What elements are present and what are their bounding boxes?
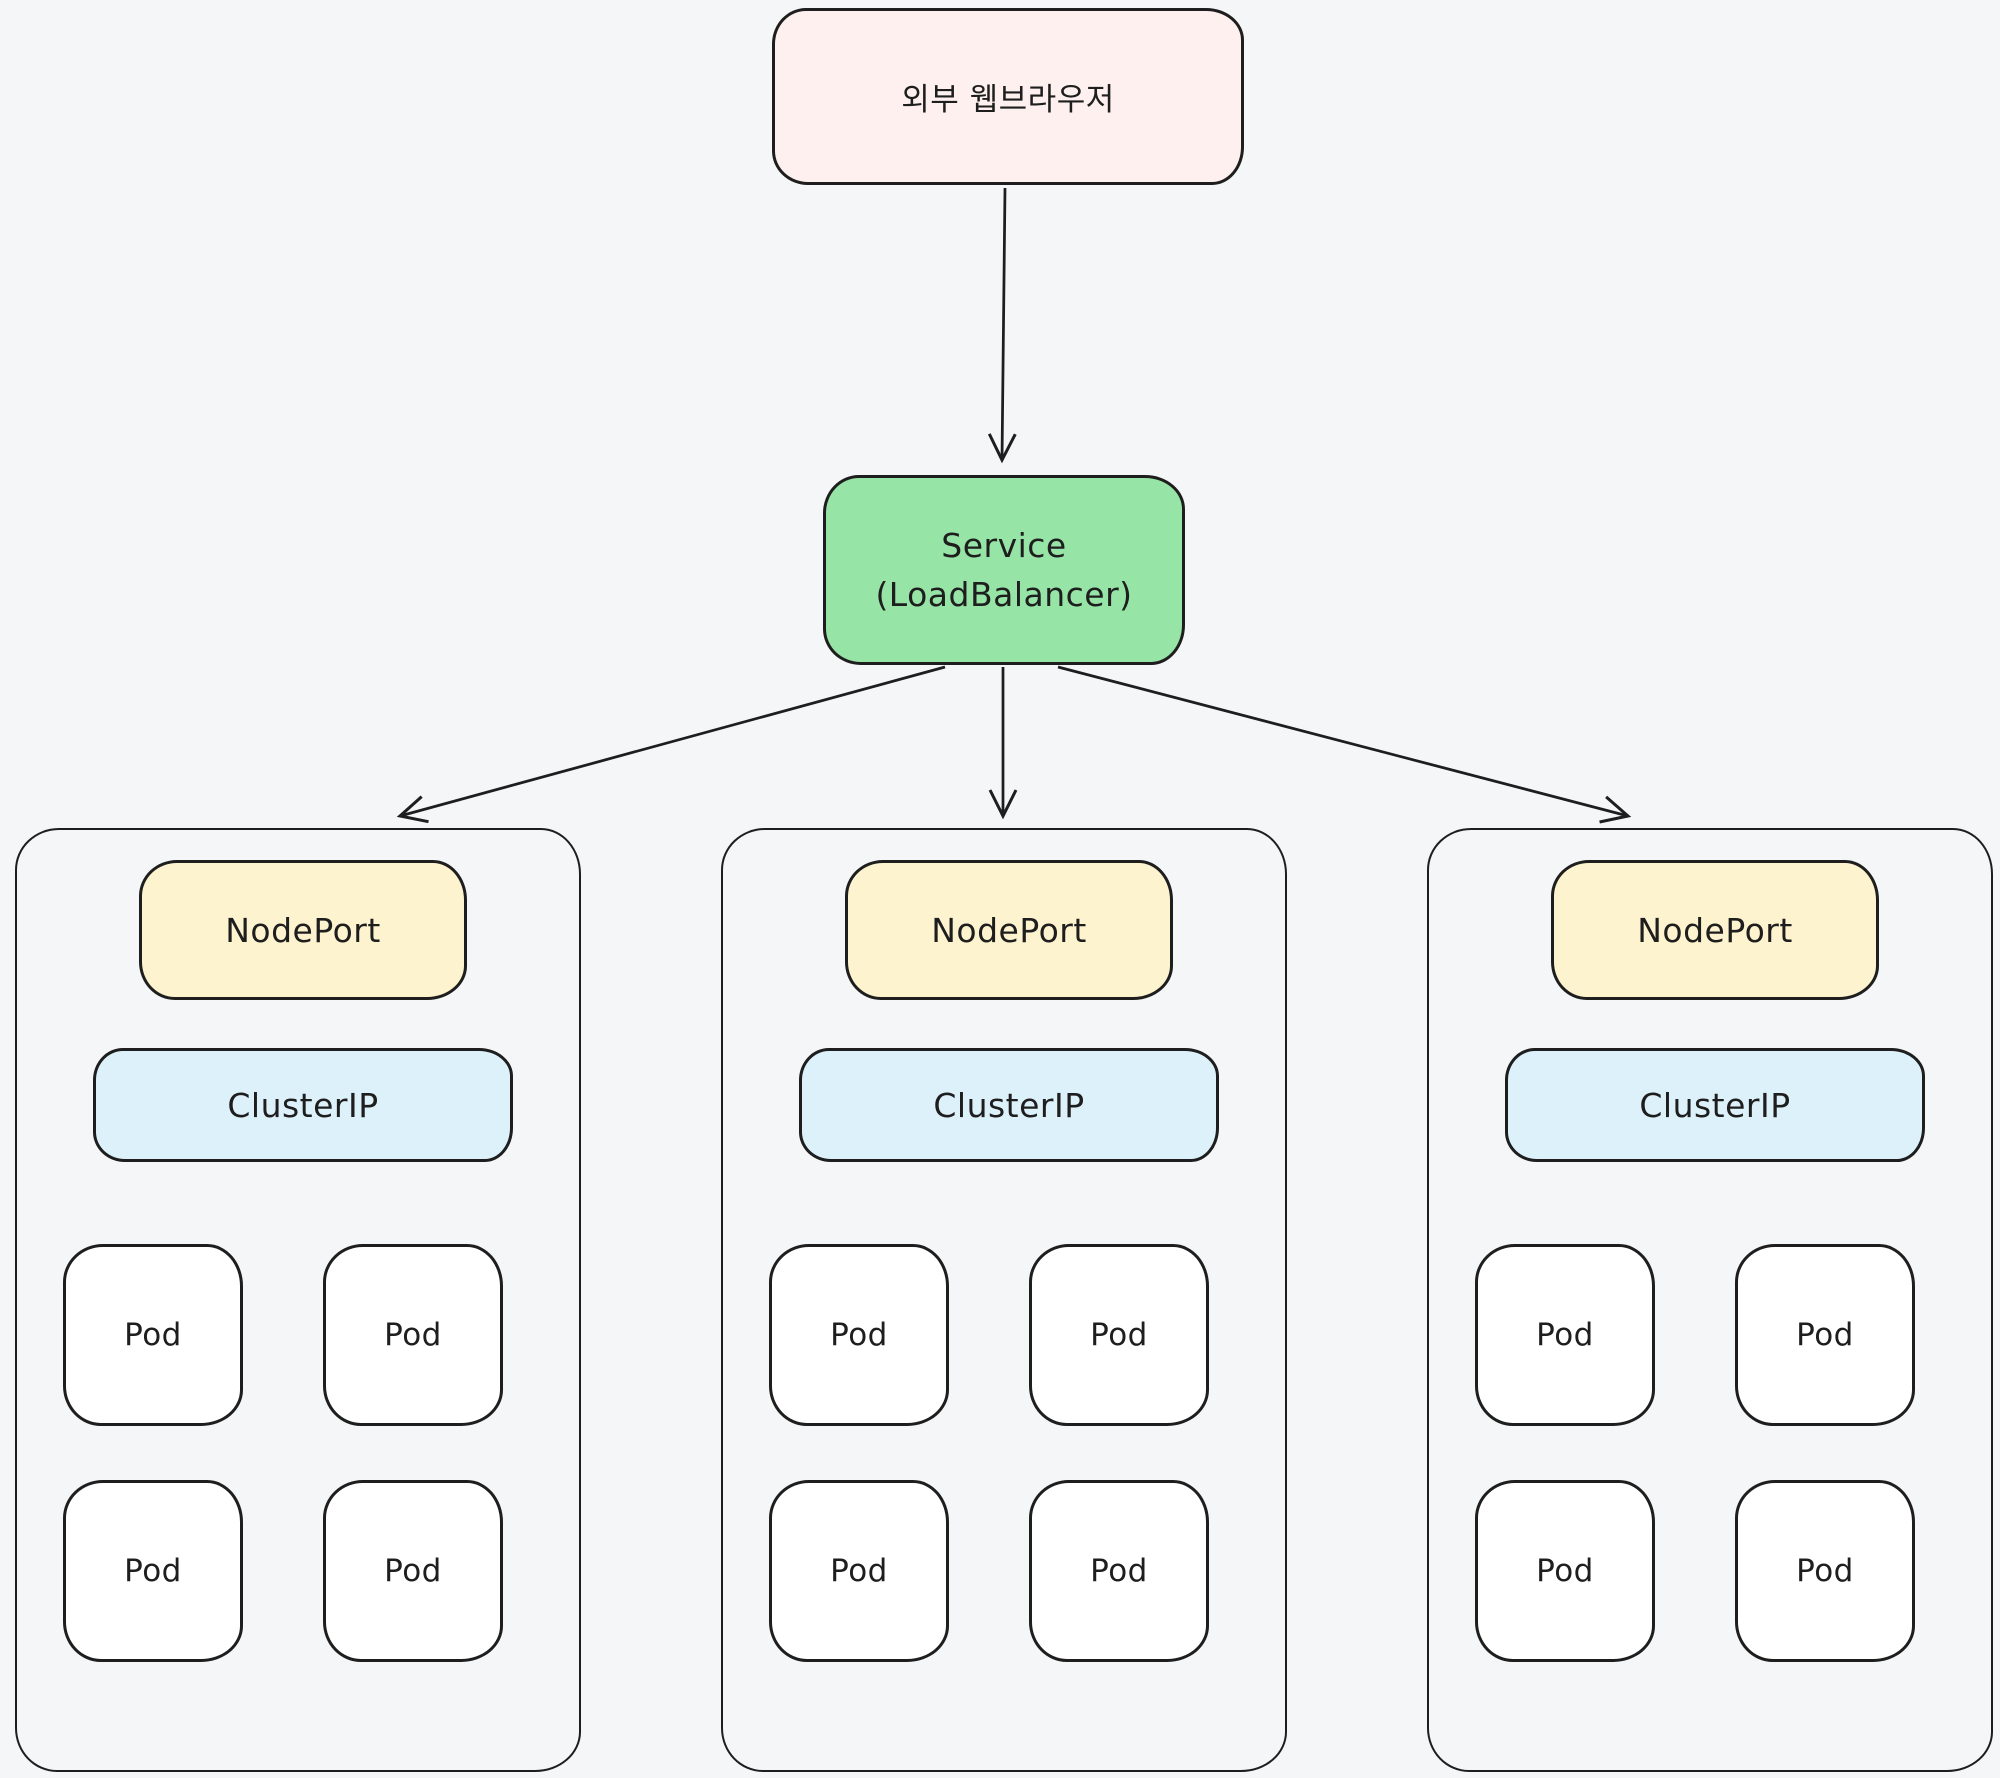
- nodeport-box: NodePort: [139, 860, 467, 1000]
- clusterip-label: ClusterIP: [1639, 1085, 1791, 1125]
- pod-label: Pod: [1796, 1317, 1854, 1353]
- pod-label: Pod: [1090, 1317, 1148, 1353]
- pod-label: Pod: [1536, 1317, 1594, 1353]
- pod-box: Pod: [769, 1244, 949, 1426]
- external-browser-label: 외부 웹브라우저: [901, 82, 1115, 118]
- nodeport-box: NodePort: [1551, 860, 1879, 1000]
- pod-box: Pod: [323, 1480, 503, 1662]
- pod-label: Pod: [1090, 1553, 1148, 1589]
- pod-box: Pod: [1735, 1244, 1915, 1426]
- external-browser-box: 외부 웹브라우저: [772, 8, 1244, 185]
- clusterip-label: ClusterIP: [933, 1085, 1085, 1125]
- pod-label: Pod: [384, 1317, 442, 1353]
- pod-box: Pod: [1029, 1480, 1209, 1662]
- arrow-browser-to-service: [987, 187, 1017, 464]
- node-group-3: NodePort ClusterIP Pod Pod Pod Pod: [1427, 828, 1993, 1772]
- pod-label: Pod: [124, 1317, 182, 1353]
- nodeport-box: NodePort: [845, 860, 1173, 1000]
- nodeport-label: NodePort: [225, 910, 381, 950]
- pod-box: Pod: [1475, 1480, 1655, 1662]
- node-group-2: NodePort ClusterIP Pod Pod Pod Pod: [721, 828, 1287, 1772]
- pod-label: Pod: [830, 1553, 888, 1589]
- service-label-line2: (LoadBalancer): [875, 575, 1133, 614]
- clusterip-box: ClusterIP: [1505, 1048, 1925, 1162]
- arrow-service-to-node-1: [396, 665, 946, 824]
- pod-box: Pod: [63, 1244, 243, 1426]
- nodeport-label: NodePort: [1637, 910, 1793, 950]
- pod-label: Pod: [124, 1553, 182, 1589]
- pod-label: Pod: [830, 1317, 888, 1353]
- arrow-service-to-node-3: [1057, 665, 1632, 824]
- clusterip-box: ClusterIP: [799, 1048, 1219, 1162]
- pod-box: Pod: [323, 1244, 503, 1426]
- service-loadbalancer-box: Service (LoadBalancer): [823, 475, 1185, 665]
- pod-box: Pod: [1475, 1244, 1655, 1426]
- pod-label: Pod: [1536, 1553, 1594, 1589]
- pod-box: Pod: [1735, 1480, 1915, 1662]
- clusterip-box: ClusterIP: [93, 1048, 513, 1162]
- pod-label: Pod: [1796, 1553, 1854, 1589]
- pod-label: Pod: [384, 1553, 442, 1589]
- pod-box: Pod: [1029, 1244, 1209, 1426]
- pod-box: Pod: [63, 1480, 243, 1662]
- clusterip-label: ClusterIP: [227, 1085, 379, 1125]
- node-group-1: NodePort ClusterIP Pod Pod Pod Pod: [15, 828, 581, 1772]
- nodeport-label: NodePort: [931, 910, 1087, 950]
- service-label-line1: Service: [941, 525, 1067, 565]
- pod-box: Pod: [769, 1480, 949, 1662]
